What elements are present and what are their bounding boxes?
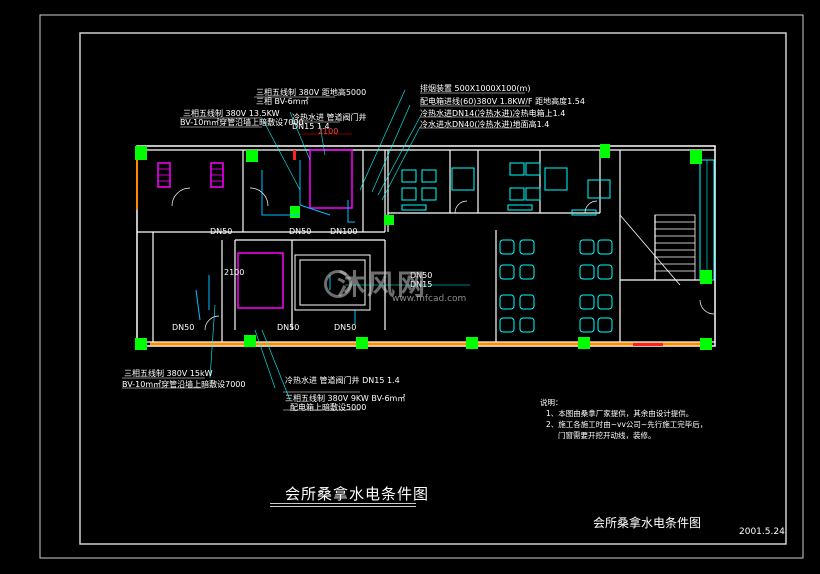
water-pipes [195,160,356,325]
annotation-top-left-power-2: BV-10m㎡穿管沿墙上暗敷设7000 [180,118,304,127]
dn-label-5: DN50 [277,323,300,332]
annotation-bottom-mid-power-2: 配电箱上暗敷设5000 [290,403,367,412]
annotation-top-right-3: 冷热水进DN14(冷热水进)冷热电箱上1.4 [420,109,566,118]
annotation-top-left-power-1: 三相五线制 380V 13.5KW [183,109,280,118]
drawing-date: 2001.5.24 [739,527,785,537]
title-underline-2 [270,506,416,507]
annotation-top-mid-power-2: 三相 BV-6m㎡ [256,97,309,106]
columns [135,144,712,350]
annotation-top-mid-pipe-2: DN15 1.4 [292,122,330,131]
dn-mid-2: DN15 [410,280,433,289]
red-accents [293,150,663,346]
annotation-top-right-2: 配电箱进线(60)380V 1.8KW/F 距地高度1.54 [420,97,585,106]
sauna-equipment [157,149,353,309]
annotation-top-right-4: 冷水进水DN40(冷热水进)地面高1.4 [420,120,550,129]
notes-item-1: 1、本图由桑拿厂家提供，其余由设计提供。 [546,409,694,418]
annotation-dim-side: 2100 [224,268,245,277]
watermark-logo-icon [324,270,352,298]
notes-block: 说明： 1、本图由桑拿厂家提供，其余由设计提供。 2、施工各施工时由~vv公司~… [540,397,707,441]
annotation-underlines [122,92,530,411]
title-underline [270,503,416,504]
outer-sheet-border [39,14,804,559]
leader-lines [209,89,470,401]
inner-sheet-border [79,32,787,545]
sauna-benches [158,168,223,182]
dn-label-4: DN50 [172,323,195,332]
notes-item-3: 门窗需要开挖开动线，装修。 [558,431,656,440]
annotation-top-mid-power-1: 三相五线制 380V 距地高5000 [256,88,367,97]
annotation-bottom-left-power-1: 三相五线制 380V 15kW [124,369,213,378]
dn-label-3: DN100 [330,227,358,236]
annotation-dim-top: 2100 [318,127,339,136]
annotation-bottom-mid-power-1: 三相五线制 380V 9KW BV-6m㎡ [285,394,406,403]
dn-label-1: DN50 [210,227,233,236]
notes-item-2: 2、施工各施工时由~vv公司~先行施工完毕后， [546,420,708,429]
annotation-top-mid-pipe-1: 冷热水进 管道阀门井 [292,113,367,122]
drawing-title: 会所桑拿水电条件图 [285,485,430,503]
dn-mid-1: DN50 [410,271,433,280]
notes-heading: 说明： [540,398,563,407]
annotation-top-right-1: 排烟装置 500X1000X100(m) [420,84,531,93]
central-pool [294,254,371,311]
furniture [401,162,613,333]
watermark-text: 沐风网 [337,268,428,301]
watermark-url: www.mfcad.com [392,294,467,304]
dn-label-2: DN50 [289,227,312,236]
annotation-bottom-mid-pipe: 冷热水进 管道阀门井 DN15 1.4 [285,376,400,385]
stair [619,214,696,286]
annotation-bottom-left-power-2: BV-10m㎡穿管沿墙上暗敷设7000 [122,380,246,389]
dn-label-6: DN50 [334,323,357,332]
doors [171,187,715,331]
drawing-subtitle: 会所桑拿水电条件图 [593,516,702,530]
